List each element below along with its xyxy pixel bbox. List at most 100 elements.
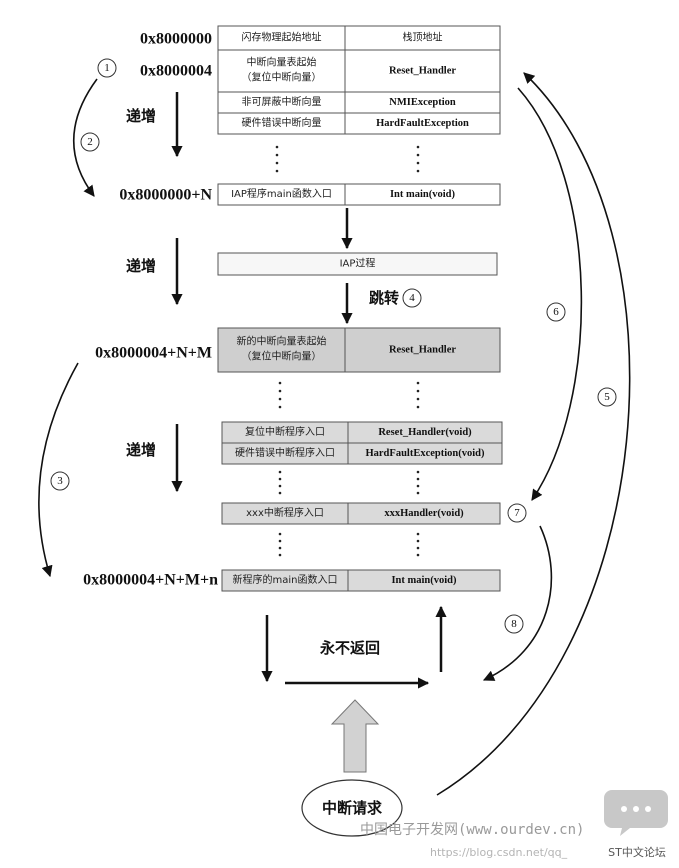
iap-main-right-cell <box>344 183 501 206</box>
step-circle <box>507 503 527 523</box>
ellipsis-dots-b <box>278 381 420 409</box>
dot <box>416 477 420 481</box>
step-marker-7: 7 <box>507 503 527 523</box>
dot <box>275 169 279 173</box>
address-iap-main: 0x8000000+N <box>119 187 212 204</box>
ellipsis-dots-c <box>278 470 420 495</box>
iap-vector-table: 闪存物理起始地址 栈顶地址 中断向量表起始 （复位中断向量） Reset_Han… <box>217 25 501 135</box>
new-main-right-cell <box>347 569 501 592</box>
new-main-left-label: 新程序的main函数入口 <box>233 573 338 586</box>
bubble-dot-icon <box>633 806 639 812</box>
vector-row-1-right-label: Reset_Handler <box>389 66 456 77</box>
dot <box>278 532 282 536</box>
handler-row-0-right-label: Reset_Handler(void) <box>378 427 472 438</box>
step-number: 7 <box>514 507 520 519</box>
speech-bubble-icon <box>604 790 668 836</box>
vector-row-0-right-cell <box>344 25 501 51</box>
step-circle <box>80 132 100 152</box>
forum-logo-icon <box>604 790 668 836</box>
dot <box>416 553 420 557</box>
address-flash-start: 0x8000000 <box>140 31 212 48</box>
dot <box>416 532 420 536</box>
step-marker-2: 2 <box>80 132 100 152</box>
step-number: 6 <box>553 306 559 318</box>
dot <box>416 389 420 393</box>
new-vector-table-row: 新的中断向量表起始 （复位中断向量） Reset_Handler <box>217 327 501 373</box>
vector-row-1-left-label-line2: （复位中断向量） <box>242 71 322 84</box>
vector-row-1-right-cell <box>344 49 501 93</box>
address-new-main: 0x8000004+N+M+n <box>83 572 218 589</box>
step-circle <box>504 614 524 634</box>
dot <box>278 389 282 393</box>
new-vector-right-cell <box>344 327 501 373</box>
dot <box>416 484 420 488</box>
dot <box>278 405 282 409</box>
dot <box>416 405 420 409</box>
address-vector-start: 0x8000004 <box>140 63 212 80</box>
step-number: 8 <box>511 618 517 630</box>
new-vector-left-label-line2: （复位中断向量） <box>242 350 322 363</box>
handler-row-1-right-cell <box>347 442 503 465</box>
dot <box>278 484 282 488</box>
ellipsis-dots-a <box>275 145 420 173</box>
new-vector-left-cell <box>217 327 346 373</box>
step-circle <box>546 302 566 322</box>
increment-label-3: 递增 <box>126 441 156 459</box>
vector-row-3-right-label: HardFaultException <box>376 118 469 129</box>
hollow-up-arrow <box>330 699 380 773</box>
dot <box>278 381 282 385</box>
jump-label: 跳转 <box>369 289 399 307</box>
step-marker-5: 5 <box>597 387 617 407</box>
vector-row-2-left-label: 非可屏蔽中断向量 <box>242 95 322 108</box>
curve-arrow-step-6 <box>517 87 583 501</box>
new-main-right-label: Int main(void) <box>391 575 457 586</box>
interrupt-request-label: 中断请求 <box>322 799 383 817</box>
step-number: 1 <box>104 62 110 74</box>
step-number: 3 <box>57 475 63 487</box>
xxx-handler-row: xxx中断程序入口 xxxHandler(void) <box>221 502 501 525</box>
iap-process-box <box>217 252 498 276</box>
step-marker-1: 1 <box>97 58 117 78</box>
step-number: 5 <box>604 391 610 403</box>
curve-arrow-step-5 <box>436 72 631 796</box>
new-vector-left-label-line1: 新的中断向量表起始 <box>237 335 327 348</box>
ellipsis-dots-d <box>278 532 420 557</box>
increment-label-2: 递增 <box>126 257 156 275</box>
dot <box>416 161 420 165</box>
xxx-handler-left-label: xxx中断程序入口 <box>246 506 324 519</box>
step-marker-8: 8 <box>504 614 524 634</box>
dot <box>416 546 420 550</box>
dot <box>275 153 279 157</box>
increment-label-1: 递增 <box>126 107 156 125</box>
iap-main-right-label: Int main(void) <box>390 189 456 200</box>
dot <box>278 553 282 557</box>
step-number: 2 <box>87 136 93 148</box>
step-circle <box>50 471 70 491</box>
handler-row-1-left-label: 硬件错误中断程序入口 <box>235 446 335 459</box>
vector-row-0-left-cell <box>217 25 346 51</box>
dot <box>275 145 279 149</box>
vector-row-1-left-label-line1: 中断向量表起始 <box>247 56 317 69</box>
dot <box>278 491 282 495</box>
step-marker-6: 6 <box>546 302 566 322</box>
dot <box>416 145 420 149</box>
dot <box>275 161 279 165</box>
handler-row-1-right-label: HardFaultException(void) <box>365 448 485 459</box>
vector-row-3-left-label: 硬件错误中断向量 <box>242 116 322 129</box>
step-marker-3: 3 <box>50 471 70 491</box>
dot <box>416 381 420 385</box>
dot <box>278 546 282 550</box>
dot <box>416 397 420 401</box>
dot <box>278 470 282 474</box>
vector-row-2-right-label: NMIException <box>389 97 456 108</box>
new-handler-rows: 复位中断程序入口 Reset_Handler(void) 硬件错误中断程序入口 … <box>221 421 503 465</box>
dot <box>416 470 420 474</box>
handler-row-0-left-label: 复位中断程序入口 <box>245 425 325 438</box>
step-circle <box>97 58 117 78</box>
dot <box>416 491 420 495</box>
dot <box>416 169 420 173</box>
xxx-handler-right-cell <box>347 502 501 525</box>
vector-row-1-left-cell <box>217 49 346 93</box>
dot <box>416 153 420 157</box>
